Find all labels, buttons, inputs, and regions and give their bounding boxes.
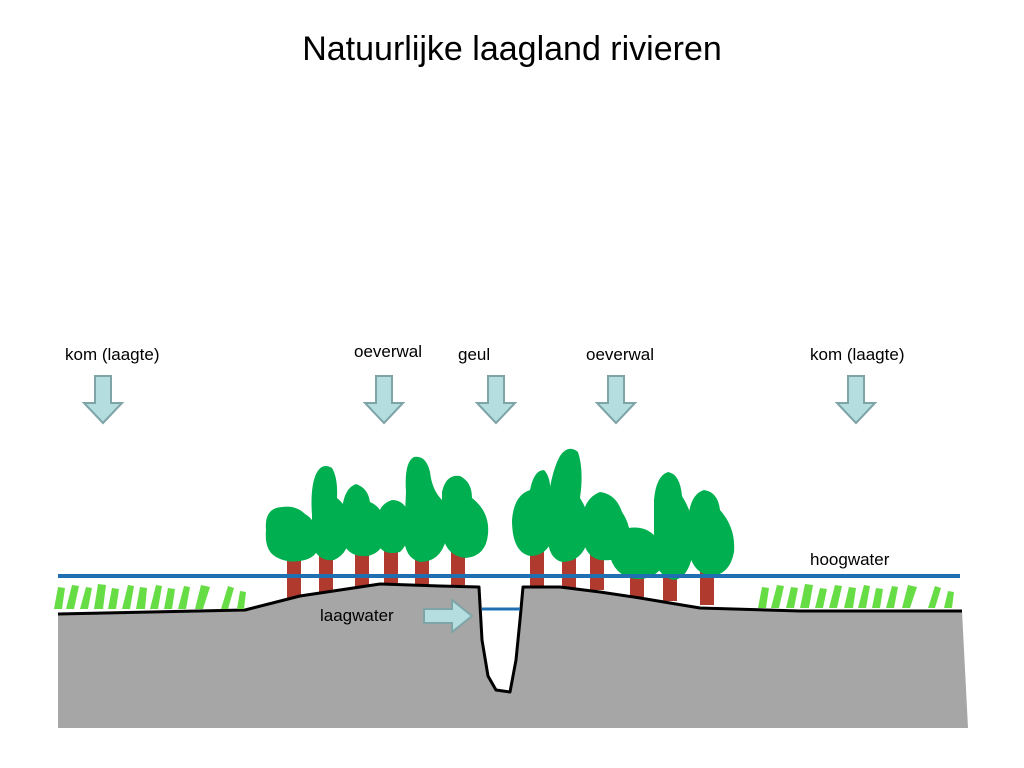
down-arrow-kom-right [834,375,878,425]
down-arrow-oeverwal-left [362,375,406,425]
ground-cross-section [58,584,968,728]
ground-surface-line [57,582,962,694]
right-arrow-laagwater [423,597,474,635]
down-arrow-kom-left [81,375,125,425]
label-kom-right: kom (laagte) [810,345,905,364]
label-geul: geul [458,345,491,364]
label-oeverwal-left: oeverwal [354,342,423,361]
diagram-title: Natuurlijke laagland rivieren [302,30,722,68]
label-hoogwater: hoogwater [810,550,890,569]
label-laagwater: laagwater [320,606,394,625]
grass-right [758,584,954,608]
grass-left [54,584,246,609]
trees-right-bank [512,448,735,605]
down-arrow-geul [474,375,518,425]
down-arrow-oeverwal-right [594,375,638,425]
label-oeverwal-right: oeverwal [586,345,655,364]
label-kom-left: kom (laagte) [65,345,160,364]
